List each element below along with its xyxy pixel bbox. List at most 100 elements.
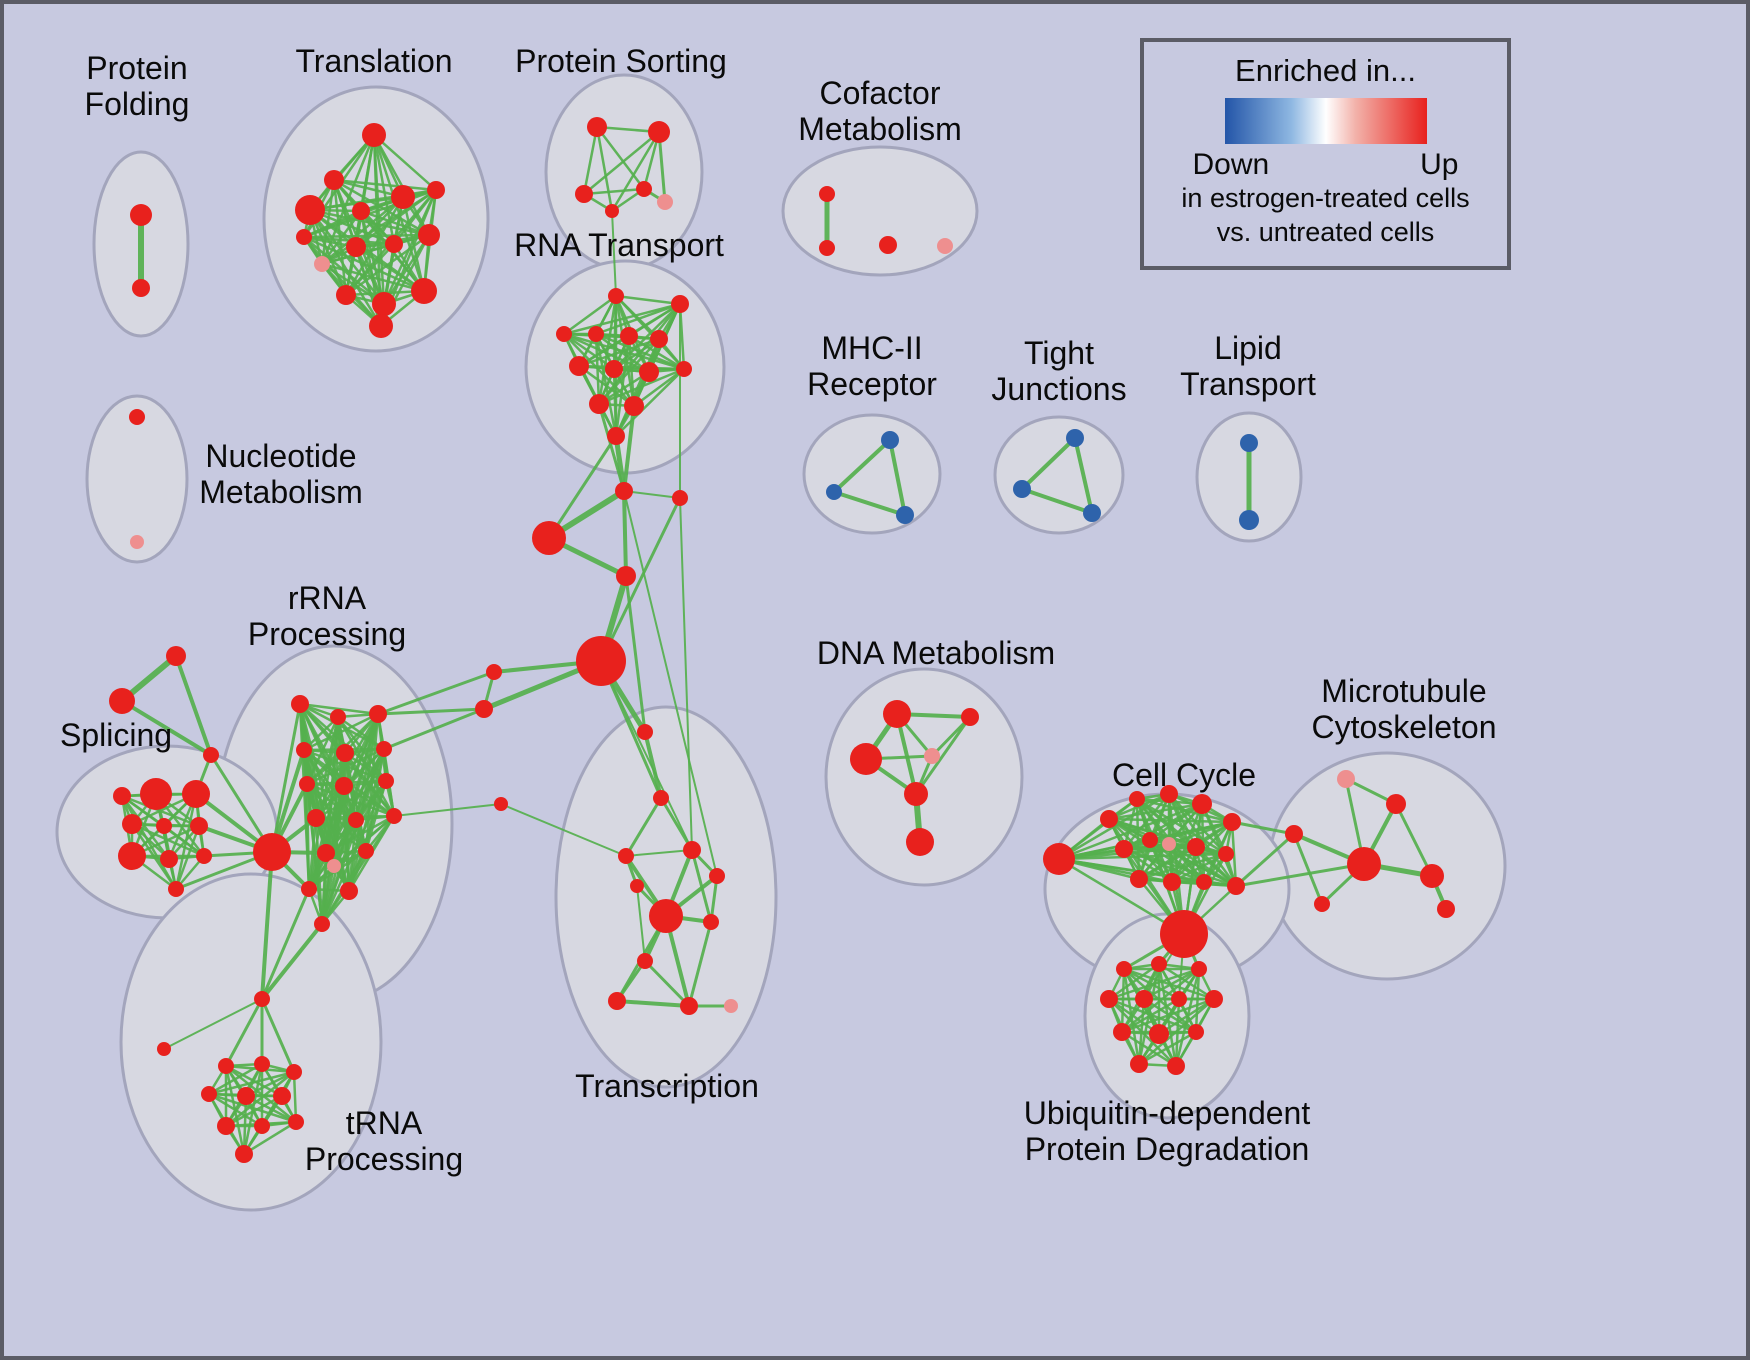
node-u2[interactable] — [1151, 956, 1167, 972]
node-t9[interactable] — [385, 235, 403, 253]
node-rr13[interactable] — [317, 844, 335, 862]
node-cc7[interactable] — [1115, 840, 1133, 858]
node-d6[interactable] — [906, 828, 934, 856]
node-tj1[interactable] — [1066, 429, 1084, 447]
node-ln1[interactable] — [157, 1042, 171, 1056]
node-mc5[interactable] — [1420, 864, 1444, 888]
node-cf4[interactable] — [937, 238, 953, 254]
node-ps1[interactable] — [587, 117, 607, 137]
node-tn0[interactable] — [254, 991, 270, 1007]
node-t3[interactable] — [295, 195, 325, 225]
node-rr7[interactable] — [299, 776, 315, 792]
node-rr15[interactable] — [327, 859, 341, 873]
node-t11[interactable] — [314, 256, 330, 272]
node-rr12[interactable] — [386, 808, 402, 824]
node-rr10[interactable] — [307, 809, 325, 827]
node-tn5[interactable] — [237, 1087, 255, 1105]
node-d4[interactable] — [924, 748, 940, 764]
node-rr6[interactable] — [376, 741, 392, 757]
node-tn1[interactable] — [218, 1058, 234, 1074]
node-d2[interactable] — [961, 708, 979, 726]
node-cc9[interactable] — [1162, 837, 1176, 851]
node-s10[interactable] — [168, 881, 184, 897]
node-lt1[interactable] — [1240, 434, 1258, 452]
node-g1[interactable] — [166, 646, 186, 666]
node-t10[interactable] — [418, 224, 440, 246]
node-cc13[interactable] — [1163, 873, 1181, 891]
node-u8[interactable] — [1113, 1023, 1131, 1041]
node-x1[interactable] — [637, 724, 653, 740]
node-r13[interactable] — [607, 427, 625, 445]
node-u5[interactable] — [1135, 990, 1153, 1008]
node-cf1[interactable] — [819, 186, 835, 202]
node-r2[interactable] — [671, 295, 689, 313]
node-t8[interactable] — [346, 237, 366, 257]
node-tj3[interactable] — [1083, 504, 1101, 522]
node-tn9[interactable] — [288, 1114, 304, 1130]
node-cc3[interactable] — [1129, 791, 1145, 807]
node-rr14[interactable] — [358, 843, 374, 859]
node-nm2[interactable] — [130, 535, 144, 549]
node-t12[interactable] — [336, 285, 356, 305]
node-cc4[interactable] — [1160, 785, 1178, 803]
node-tn6[interactable] — [273, 1087, 291, 1105]
node-rr2[interactable] — [330, 709, 346, 725]
node-r11[interactable] — [589, 394, 609, 414]
node-hub[interactable] — [576, 636, 626, 686]
node-d5[interactable] — [904, 782, 928, 806]
node-nm1[interactable] — [129, 409, 145, 425]
node-m1[interactable] — [881, 431, 899, 449]
node-x8[interactable] — [703, 914, 719, 930]
node-ps4[interactable] — [636, 181, 652, 197]
node-ps6[interactable] — [657, 194, 673, 210]
node-s4[interactable] — [122, 814, 142, 834]
node-s7[interactable] — [118, 842, 146, 870]
node-x4[interactable] — [618, 848, 634, 864]
node-d3[interactable] — [850, 743, 882, 775]
node-s6[interactable] — [190, 817, 208, 835]
node-mc6[interactable] — [1314, 896, 1330, 912]
node-r1[interactable] — [608, 288, 624, 304]
node-tj2[interactable] — [1013, 480, 1031, 498]
node-u11[interactable] — [1130, 1055, 1148, 1073]
node-tn7[interactable] — [217, 1117, 235, 1135]
node-r12[interactable] — [624, 396, 644, 416]
node-t5[interactable] — [391, 185, 415, 209]
node-r7[interactable] — [569, 356, 589, 376]
node-r9[interactable] — [639, 362, 659, 382]
node-s5[interactable] — [156, 818, 172, 834]
node-cc10[interactable] — [1187, 838, 1205, 856]
node-c4[interactable] — [616, 566, 636, 586]
node-x7[interactable] — [630, 879, 644, 893]
node-rr4[interactable] — [296, 742, 312, 758]
node-c3[interactable] — [672, 490, 688, 506]
node-d1[interactable] — [883, 700, 911, 728]
node-cf2[interactable] — [819, 240, 835, 256]
node-t2[interactable] — [324, 170, 344, 190]
node-rr3[interactable] — [369, 705, 387, 723]
node-t4[interactable] — [352, 202, 370, 220]
node-rr1[interactable] — [291, 695, 309, 713]
node-x10[interactable] — [608, 992, 626, 1010]
node-x12[interactable] — [724, 999, 738, 1013]
node-u7[interactable] — [1205, 990, 1223, 1008]
node-r4[interactable] — [588, 326, 604, 342]
node-mc7[interactable] — [1437, 900, 1455, 918]
node-m2[interactable] — [826, 484, 842, 500]
node-cc12[interactable] — [1130, 870, 1148, 888]
node-cf3[interactable] — [879, 236, 897, 254]
node-t15[interactable] — [369, 314, 393, 338]
node-c2[interactable] — [532, 521, 566, 555]
node-u9[interactable] — [1149, 1024, 1169, 1044]
node-r5[interactable] — [620, 327, 638, 345]
node-u1[interactable] — [1116, 961, 1132, 977]
node-t14[interactable] — [411, 278, 437, 304]
node-cc6[interactable] — [1223, 813, 1241, 831]
node-t1[interactable] — [362, 123, 386, 147]
node-u6[interactable] — [1171, 991, 1187, 1007]
node-ps2[interactable] — [648, 121, 670, 143]
node-cc8[interactable] — [1142, 832, 1158, 848]
node-lt2[interactable] — [1239, 510, 1259, 530]
node-cc11[interactable] — [1218, 846, 1234, 862]
node-rr9[interactable] — [378, 773, 394, 789]
